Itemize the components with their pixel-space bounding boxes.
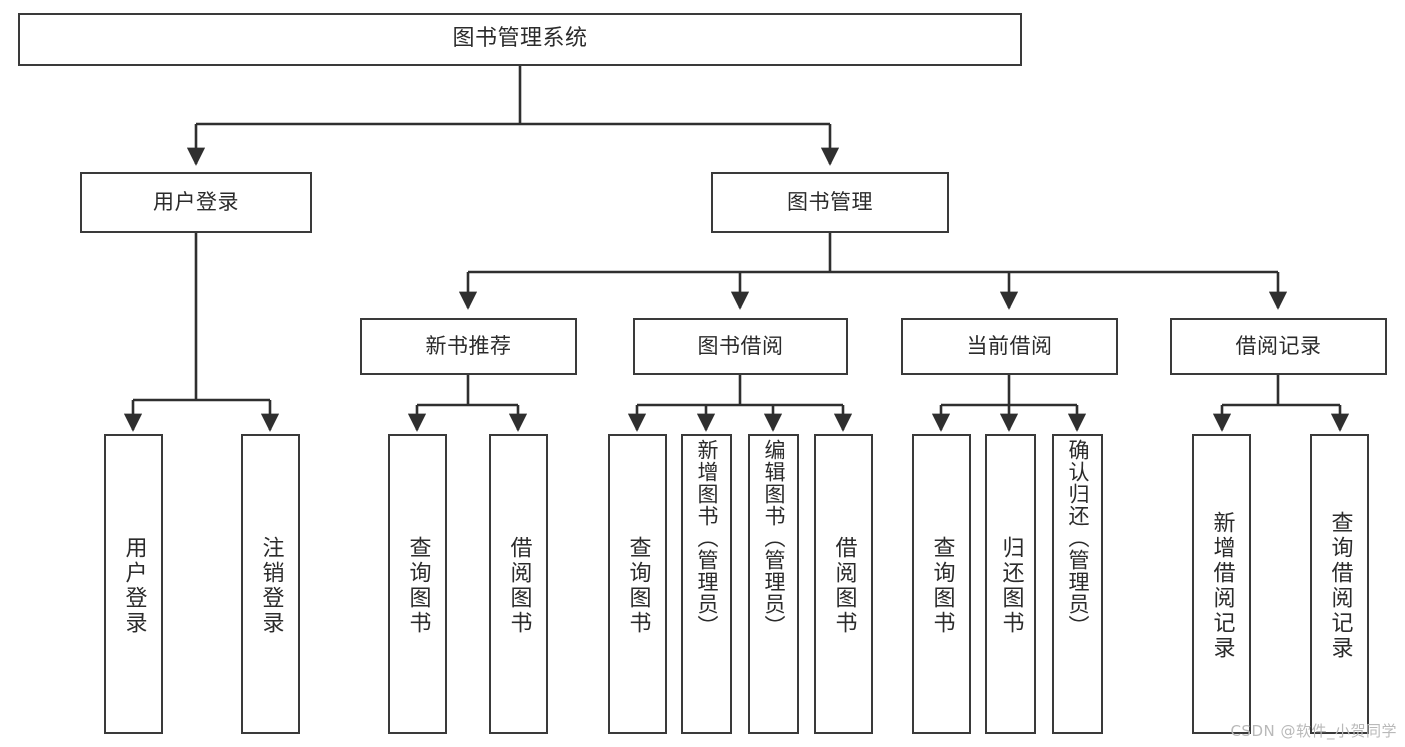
node-book-management[interactable]: 图书管理 bbox=[711, 172, 949, 233]
node-label: 查询图书 bbox=[405, 535, 431, 636]
leaf-query-book-1[interactable]: 查询图书 bbox=[388, 434, 447, 734]
node-label: 查询图书 bbox=[929, 535, 955, 636]
node-label: 图书管理 bbox=[787, 189, 873, 214]
node-current-borrow[interactable]: 当前借阅 bbox=[901, 318, 1118, 375]
node-label: 图书借阅 bbox=[697, 333, 784, 358]
node-label: 查询借阅记录 bbox=[1327, 510, 1353, 661]
node-label: 查询图书 bbox=[625, 535, 651, 636]
node-label: 确认归还（管理员） bbox=[1066, 439, 1090, 637]
leaf-edit-book-admin[interactable]: 编辑图书（管理员） bbox=[748, 434, 799, 734]
leaf-add-borrow-record[interactable]: 新增借阅记录 bbox=[1192, 434, 1251, 734]
leaf-query-book-3[interactable]: 查询图书 bbox=[912, 434, 971, 734]
node-label: 编辑图书（管理员） bbox=[762, 439, 786, 637]
node-label: 新书推荐 bbox=[425, 333, 512, 358]
node-label: 归还图书 bbox=[998, 535, 1024, 636]
node-label: 注销登录 bbox=[258, 535, 284, 636]
csdn-watermark: CSDN @软件_小贺同学 bbox=[1230, 722, 1397, 740]
node-label: 用户登录 bbox=[153, 189, 239, 214]
node-new-book-recommendation[interactable]: 新书推荐 bbox=[360, 318, 577, 375]
node-label: 新增借阅记录 bbox=[1209, 510, 1235, 661]
node-label: 图书管理系统 bbox=[452, 26, 588, 52]
node-borrow-record[interactable]: 借阅记录 bbox=[1170, 318, 1387, 375]
leaf-query-book-2[interactable]: 查询图书 bbox=[608, 434, 667, 734]
node-label: 用户登录 bbox=[121, 535, 147, 636]
leaf-logout[interactable]: 注销登录 bbox=[241, 434, 300, 734]
leaf-confirm-return-admin[interactable]: 确认归还（管理员） bbox=[1052, 434, 1103, 734]
node-label: 借阅图书 bbox=[831, 535, 857, 636]
node-book-borrow[interactable]: 图书借阅 bbox=[633, 318, 848, 375]
leaf-user-login[interactable]: 用户登录 bbox=[104, 434, 163, 734]
node-root-book-management-system[interactable]: 图书管理系统 bbox=[18, 13, 1022, 66]
leaf-return-book[interactable]: 归还图书 bbox=[985, 434, 1036, 734]
node-label: 新增图书（管理员） bbox=[695, 439, 719, 637]
node-user-login[interactable]: 用户登录 bbox=[80, 172, 312, 233]
leaf-borrow-book-2[interactable]: 借阅图书 bbox=[814, 434, 873, 734]
leaf-borrow-book-1[interactable]: 借阅图书 bbox=[489, 434, 548, 734]
node-label: 借阅记录 bbox=[1235, 333, 1322, 358]
node-label: 当前借阅 bbox=[966, 333, 1053, 358]
leaf-query-borrow-record[interactable]: 查询借阅记录 bbox=[1310, 434, 1369, 734]
node-label: 借阅图书 bbox=[506, 535, 532, 636]
leaf-add-book-admin[interactable]: 新增图书（管理员） bbox=[681, 434, 732, 734]
